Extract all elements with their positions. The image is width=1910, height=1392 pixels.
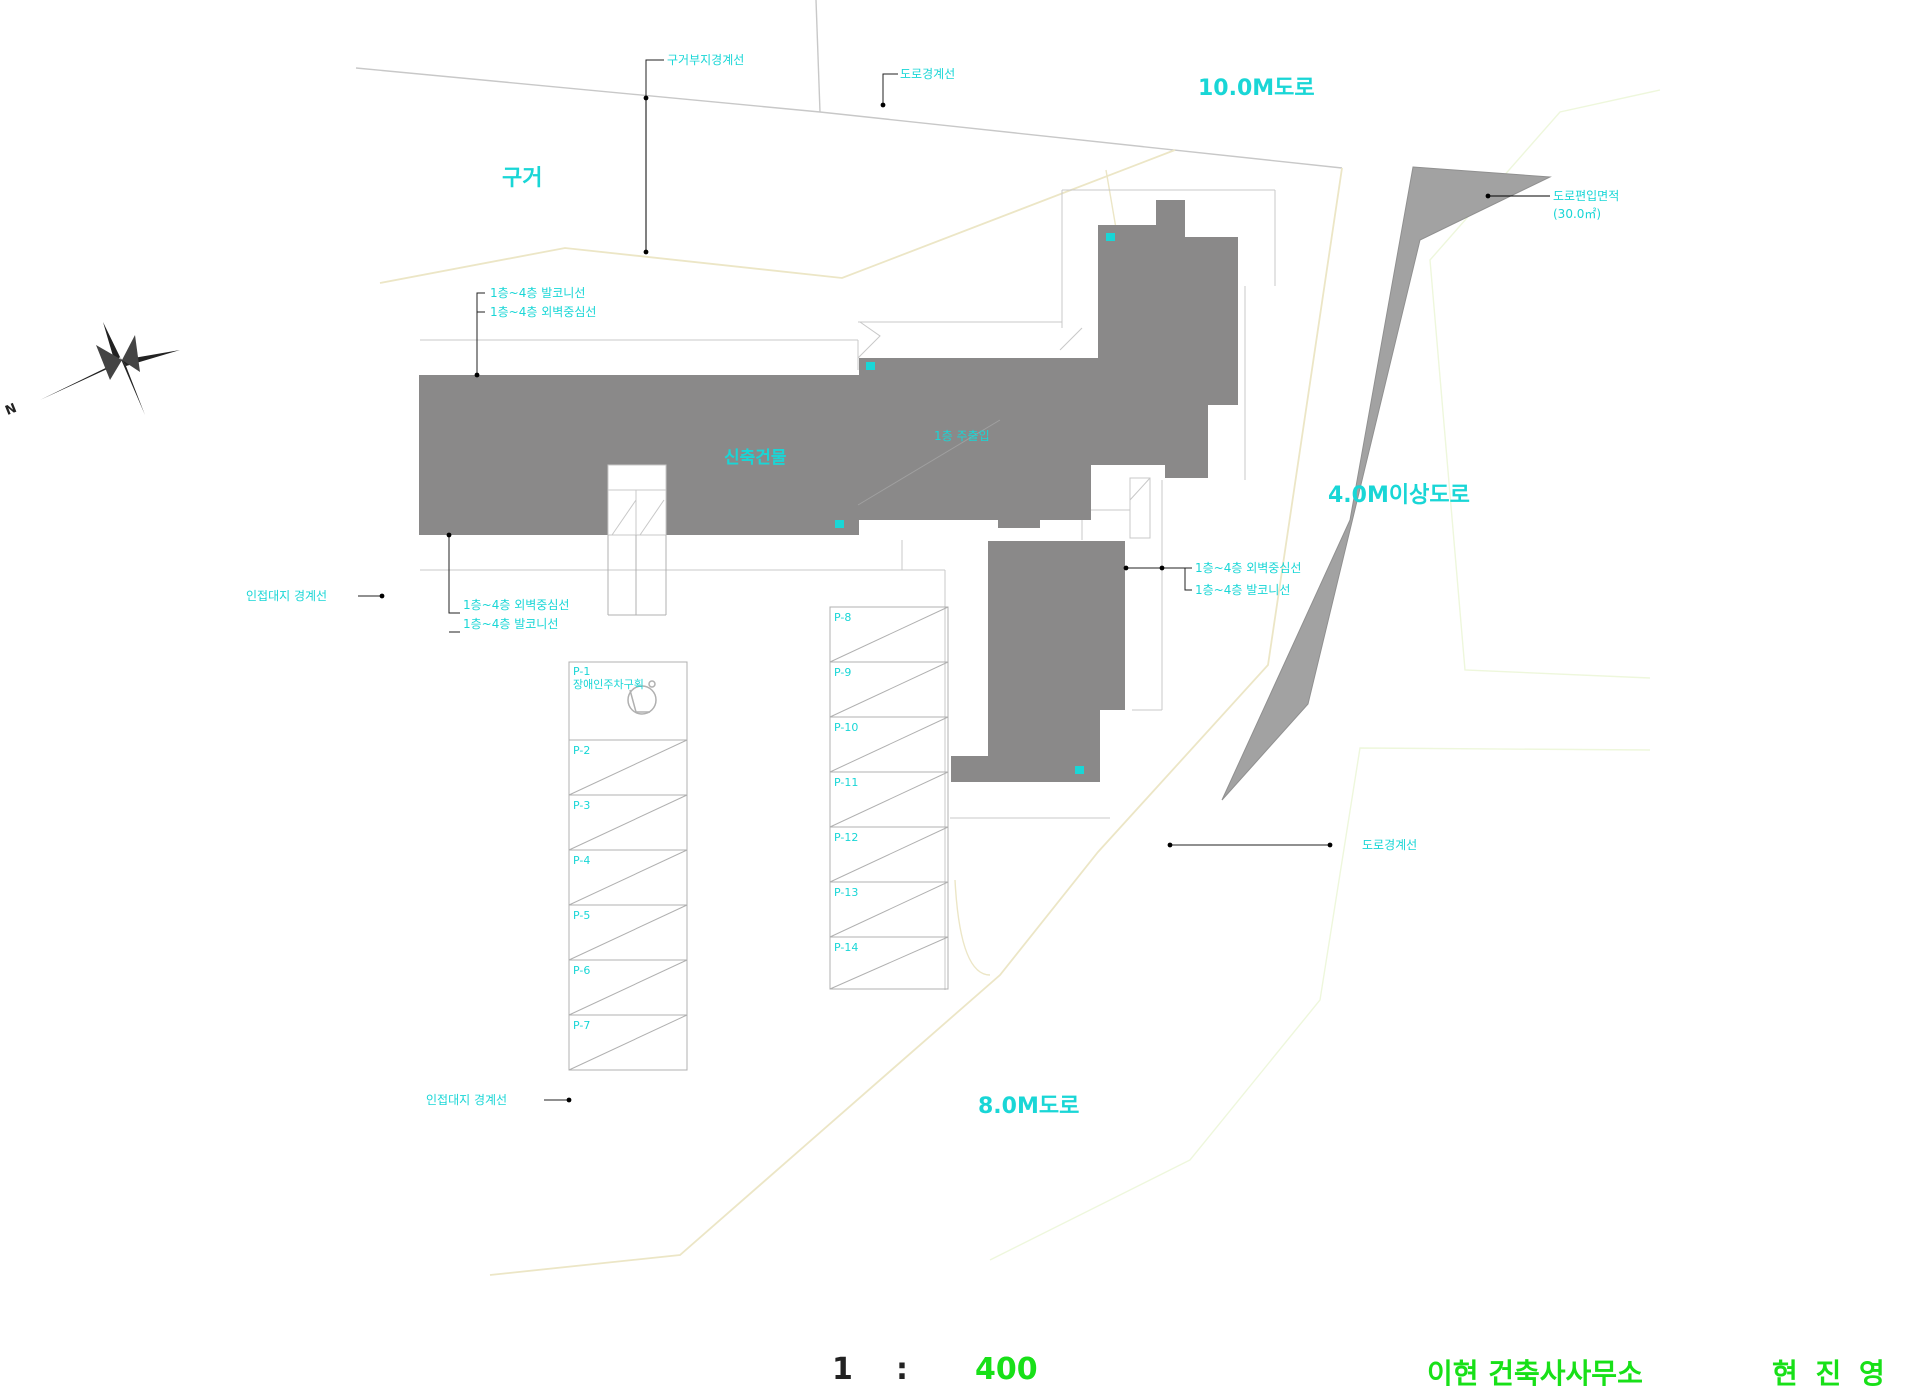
parking-label-p9: P-9	[834, 666, 851, 679]
parking-label-p14: P-14	[834, 941, 858, 954]
new-building-label: 신축건물	[724, 448, 787, 468]
boundary-lines	[355, 0, 1661, 1276]
wall-center-callout-2: 1층~4층 외벽중심선	[463, 598, 569, 612]
road-8m-far-edge	[1429, 89, 1661, 679]
parking-right	[829, 606, 949, 990]
parking-label-p3: P-3	[573, 799, 590, 812]
road-8m-label: 8.0M도로	[978, 1094, 1079, 1119]
parking-label-p8: P-8	[834, 611, 851, 624]
adjacent-lot-boundary-bottom: 인접대지 경계선	[426, 1093, 507, 1107]
parking-label-p4: P-4	[573, 854, 590, 867]
scale-colon: :	[896, 1352, 908, 1387]
road-boundary-right-callout: 도로경계선	[1362, 838, 1417, 852]
guge-boundary-top	[355, 67, 1343, 169]
building-notch	[607, 419, 1151, 539]
parking-label-p12: P-12	[834, 831, 858, 844]
leader-dots	[379, 95, 1333, 1103]
road-10m-label: 10.0M도로	[1198, 76, 1315, 101]
scale-value: 400	[975, 1352, 1038, 1387]
parking-label-p6: P-6	[573, 964, 590, 977]
parking-label-p11: P-11	[834, 776, 858, 789]
compass-rose-icon: N	[3, 322, 180, 419]
wheelchair-icon	[627, 680, 657, 715]
road-4m-label: 4.0M이상도로	[1328, 483, 1470, 508]
main-entrance-label: 1층 주출입	[934, 429, 990, 443]
road-area-value: (30.0㎡)	[1553, 207, 1601, 221]
balcony-line-callout-right: 1층~4층 발코니선	[1195, 583, 1290, 597]
guge-boundary-lower	[379, 149, 1176, 284]
road-4m-far-edge	[989, 747, 1651, 1261]
building-markers	[835, 233, 1115, 774]
svg-text:N: N	[3, 401, 19, 419]
parking-label-p2: P-2	[573, 744, 590, 757]
east-block	[998, 200, 1238, 528]
parking-label-p1: P-1	[573, 665, 590, 678]
guge-boundary-callout: 구거부지경계선	[667, 53, 744, 67]
office-name: 이현 건축사사무소	[1427, 1357, 1643, 1390]
adjacent-lot-boundary-left: 인접대지 경계선	[246, 589, 327, 603]
parking-left	[568, 535, 688, 1071]
balcony-line-callout-2: 1층~4층 발코니선	[463, 617, 558, 631]
road-10m-edge	[489, 167, 1343, 1276]
road-boundary-top-callout: 도로경계선	[900, 67, 955, 81]
parking-label-p10: P-10	[834, 721, 858, 734]
leader-lines	[358, 59, 1330, 1101]
south-block	[951, 541, 1125, 782]
curb-curve	[954, 879, 991, 976]
parking-label-p7: P-7	[573, 1019, 590, 1032]
road-dedication-area	[1221, 166, 1552, 801]
parking-label-p5: P-5	[573, 909, 590, 922]
architect-name: 현 진 영	[1772, 1357, 1889, 1390]
guge-boundary-vertical	[815, 0, 821, 113]
scale-one: 1	[832, 1352, 853, 1387]
parking-label-p13: P-13	[834, 886, 858, 899]
parking-p1-disabled-label: 장애인주차구획	[573, 678, 644, 691]
road-area-callout: 도로편입면적	[1553, 189, 1619, 203]
wall-center-callout-right: 1층~4층 외벽중심선	[1195, 561, 1301, 575]
guge-label: 구거	[502, 166, 542, 191]
balcony-line-callout-1: 1층~4층 발코니선	[490, 286, 585, 300]
wall-center-callout-1: 1층~4층 외벽중심선	[490, 305, 596, 319]
